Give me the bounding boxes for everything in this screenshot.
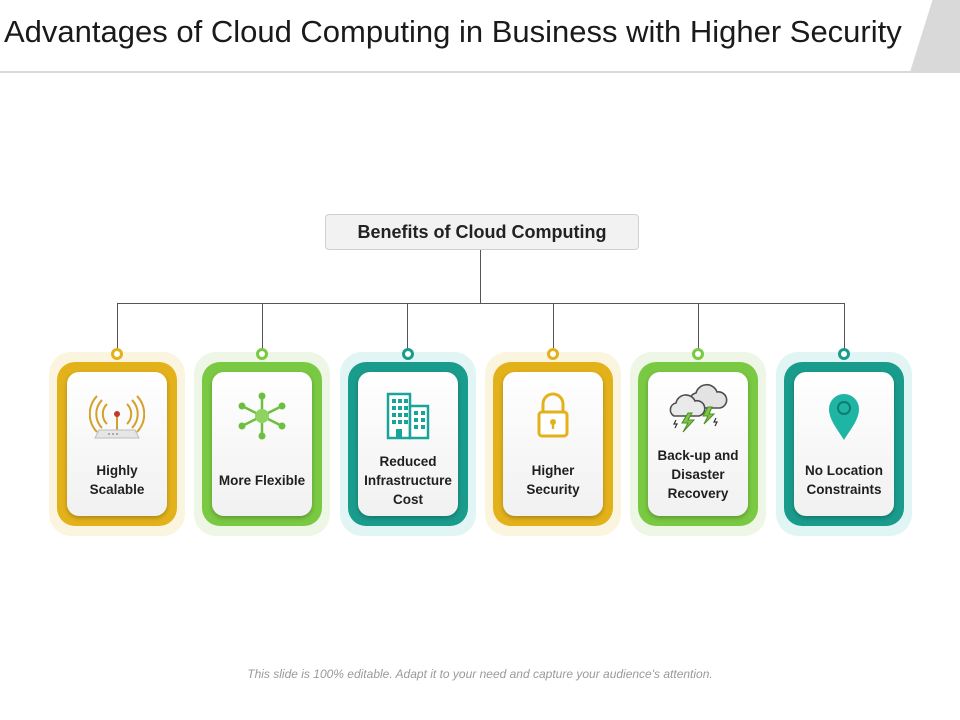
card-no-location-constraints: No Location Constraints [776, 352, 912, 536]
connector-dot [547, 348, 559, 360]
slide-title: Advantages of Cloud Computing in Busines… [4, 14, 902, 49]
branch-connector [407, 303, 408, 349]
card-ring: More Flexible [202, 362, 322, 526]
branch-connector [117, 303, 118, 349]
card-body: Back-up and Disaster Recovery [648, 372, 748, 516]
footer-note: This slide is 100% editable. Adapt it to… [247, 667, 713, 681]
branch-connector [698, 303, 699, 349]
card-label: Higher Security [526, 463, 580, 497]
card-label: No Location Constraints [805, 463, 883, 497]
location-pin-icon [814, 386, 874, 446]
card-label: Reduced Infrastructure Cost [364, 453, 452, 507]
card-body: Higher Security [503, 372, 603, 516]
card-higher-security: Higher Security [485, 352, 621, 536]
card-label: Back-up and Disaster Recovery [657, 447, 739, 501]
card-more-flexible: More Flexible [194, 352, 330, 536]
card-body: More Flexible [212, 372, 312, 516]
title-divider [0, 71, 960, 73]
storm-cloud-icon [668, 376, 728, 436]
branch-connector [844, 303, 845, 349]
root-node: Benefits of Cloud Computing [325, 214, 639, 250]
connector-dot [692, 348, 704, 360]
root-node-label: Benefits of Cloud Computing [357, 221, 607, 242]
branch-connector [262, 303, 263, 349]
wifi-router-icon [87, 386, 147, 446]
connector-dot [111, 348, 123, 360]
card-reduced-infrastructure-cost: Reduced Infrastructure Cost [340, 352, 476, 536]
card-body: Highly Scalable [67, 372, 167, 516]
card-backup-disaster-recovery: Back-up and Disaster Recovery [630, 352, 766, 536]
card-highly-scalable: Highly Scalable [49, 352, 185, 536]
card-body: No Location Constraints [794, 372, 894, 516]
card-label: Highly Scalable [89, 463, 145, 497]
card-ring: Reduced Infrastructure Cost [348, 362, 468, 526]
card-ring: Higher Security [493, 362, 613, 526]
office-buildings-icon [378, 386, 438, 446]
bus-connector [117, 303, 845, 304]
card-body: Reduced Infrastructure Cost [358, 372, 458, 516]
connector-dot [838, 348, 850, 360]
network-hub-icon [232, 386, 292, 446]
card-ring: No Location Constraints [784, 362, 904, 526]
padlock-icon [523, 386, 583, 446]
card-ring: Highly Scalable [57, 362, 177, 526]
branch-connector [553, 303, 554, 349]
card-label: More Flexible [218, 472, 306, 488]
connector-dot [402, 348, 414, 360]
connector-dot [256, 348, 268, 360]
card-ring: Back-up and Disaster Recovery [638, 362, 758, 526]
root-connector [480, 250, 481, 304]
